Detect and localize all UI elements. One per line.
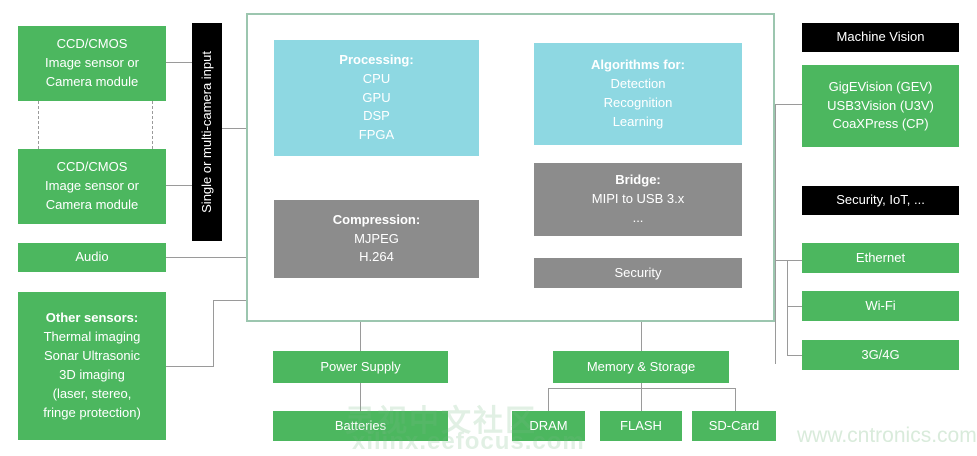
camera-input-bus: Single or multi-camera input (192, 23, 222, 241)
connector-memory-to-sdcard (735, 388, 736, 411)
compression-block[interactable]: Compression: MJPEG H.264 (274, 200, 479, 278)
connector-memory-to-dram (548, 388, 549, 411)
memory-item-flash-label: FLASH (620, 417, 662, 433)
connectivity-3g4g-label: 3G/4G (861, 346, 900, 362)
memory-storage-label: Memory & Storage (586, 358, 696, 374)
memory-storage-box[interactable]: Memory & Storage (553, 351, 729, 383)
processing-item-dsp: DSP (363, 108, 390, 124)
connectivity-wifi-label: Wi-Fi (865, 297, 896, 313)
bridge-item-more: ... (632, 209, 644, 225)
memory-item-flash[interactable]: FLASH (600, 411, 682, 441)
bridge-item-mipi: MIPI to USB 3.x (591, 191, 685, 207)
processing-item-gpu: GPU (362, 89, 391, 105)
bridge-block[interactable]: Bridge: MIPI to USB 3.x ... (534, 163, 742, 236)
connector-connectivity-trunk (787, 260, 788, 355)
batteries-label: Batteries (334, 417, 387, 433)
audio-input-box[interactable]: Audio (18, 243, 166, 272)
algorithms-block[interactable]: Algorithms for: Detection Recognition Le… (534, 43, 742, 145)
other-sensors-line-4: (laser, stereo, (52, 385, 132, 401)
security-iot-header-label: Security, IoT, ... (836, 192, 925, 208)
connector-sensors-h1 (166, 366, 213, 367)
other-sensors-title: Other sensors: (45, 310, 139, 326)
power-supply-box[interactable]: Power Supply (273, 351, 448, 383)
camera-1-line-2: Image sensor or (45, 55, 139, 71)
batteries-box[interactable]: Batteries (273, 411, 448, 441)
machine-vision-standards-box[interactable]: GigEVision (GEV) USB3Vision (U3V) CoaXPr… (802, 65, 959, 147)
machine-vision-header: Machine Vision (802, 23, 959, 52)
connector-memory-to-flash (641, 388, 642, 411)
other-sensors-line-2: Sonar Ultrasonic (43, 348, 141, 364)
standard-coaxpress: CoaXPress (CP) (832, 116, 929, 132)
processing-item-fpga: FPGA (358, 127, 395, 143)
other-sensors-line-3: 3D imaging (59, 367, 125, 382)
camera-1-line-1: CCD/CMOS (56, 36, 128, 52)
bridge-title: Bridge: (615, 172, 661, 188)
security-iot-header: Security, IoT, ... (802, 186, 959, 215)
algorithms-item-detection: Detection (610, 76, 666, 92)
watermark-faint-url: xilinx.eefocus.com (352, 428, 585, 455)
machine-vision-header-label: Machine Vision (836, 29, 925, 45)
connector-camera1-to-bus (166, 62, 192, 63)
connector-sensors-v (213, 300, 214, 367)
connector-sensors-h2 (213, 300, 246, 301)
watermark-site: www.cntronics.com (797, 424, 977, 447)
connector-core-right-trunk (775, 104, 776, 364)
memory-item-sdcard[interactable]: SD-Card (692, 411, 776, 441)
connector-bus-to-core (222, 128, 246, 129)
other-sensors-line-1: Thermal imaging (43, 329, 141, 345)
audio-label: Audio (75, 249, 109, 265)
connector-to-wifi (787, 306, 802, 307)
processing-block[interactable]: Processing: CPU GPU DSP FPGA (274, 40, 479, 156)
processing-title: Processing: (339, 51, 414, 67)
connectivity-wifi[interactable]: Wi-Fi (802, 291, 959, 321)
algorithms-item-learning: Learning (612, 113, 664, 129)
standard-usb3vision: USB3Vision (U3V) (827, 97, 934, 113)
camera-module-1[interactable]: CCD/CMOS Image sensor or Camera module (18, 26, 166, 101)
memory-item-sdcard-label: SD-Card (708, 417, 760, 433)
compression-item-mjpeg: MJPEG (354, 230, 399, 246)
connector-to-machine-vision (775, 104, 802, 105)
standard-gigevision: GigEVision (GEV) (828, 78, 933, 94)
security-block[interactable]: Security (534, 258, 742, 288)
connector-to-ethernet (775, 260, 802, 261)
connector-camera-stack-dash-right (152, 101, 153, 149)
algorithms-item-recognition: Recognition (603, 95, 673, 110)
connectivity-3g4g[interactable]: 3G/4G (802, 340, 959, 370)
watermark-faint-cn: 灵视中文社区 (345, 405, 537, 438)
camera-2-line-2: Image sensor or (45, 178, 139, 194)
memory-item-dram-label: DRAM (529, 417, 568, 433)
compression-item-h264: H.264 (359, 249, 394, 265)
camera-2-line-1: CCD/CMOS (56, 159, 128, 175)
camera-input-bus-label: Single or multi-camera input (198, 51, 214, 213)
other-sensors-box[interactable]: Other sensors: Thermal imaging Sonar Ult… (18, 292, 166, 440)
processing-item-cpu: CPU (362, 70, 391, 86)
connectivity-ethernet[interactable]: Ethernet (802, 243, 959, 273)
connector-camera-stack-dash-left (38, 101, 39, 149)
connector-camera2-to-bus (166, 185, 192, 186)
memory-item-dram[interactable]: DRAM (512, 411, 585, 441)
camera-1-line-3: Camera module (45, 73, 139, 89)
algorithms-title: Algorithms for: (591, 57, 685, 73)
camera-module-2[interactable]: CCD/CMOS Image sensor or Camera module (18, 149, 166, 224)
connector-to-3g4g (787, 355, 802, 356)
other-sensors-line-5: fringe protection) (43, 404, 141, 420)
connector-audio-to-core (166, 257, 246, 258)
camera-2-line-3: Camera module (45, 196, 139, 212)
connectivity-ethernet-label: Ethernet (855, 249, 906, 265)
security-label: Security (614, 264, 662, 280)
compression-title: Compression: (332, 211, 421, 227)
power-supply-label: Power Supply (320, 358, 401, 374)
